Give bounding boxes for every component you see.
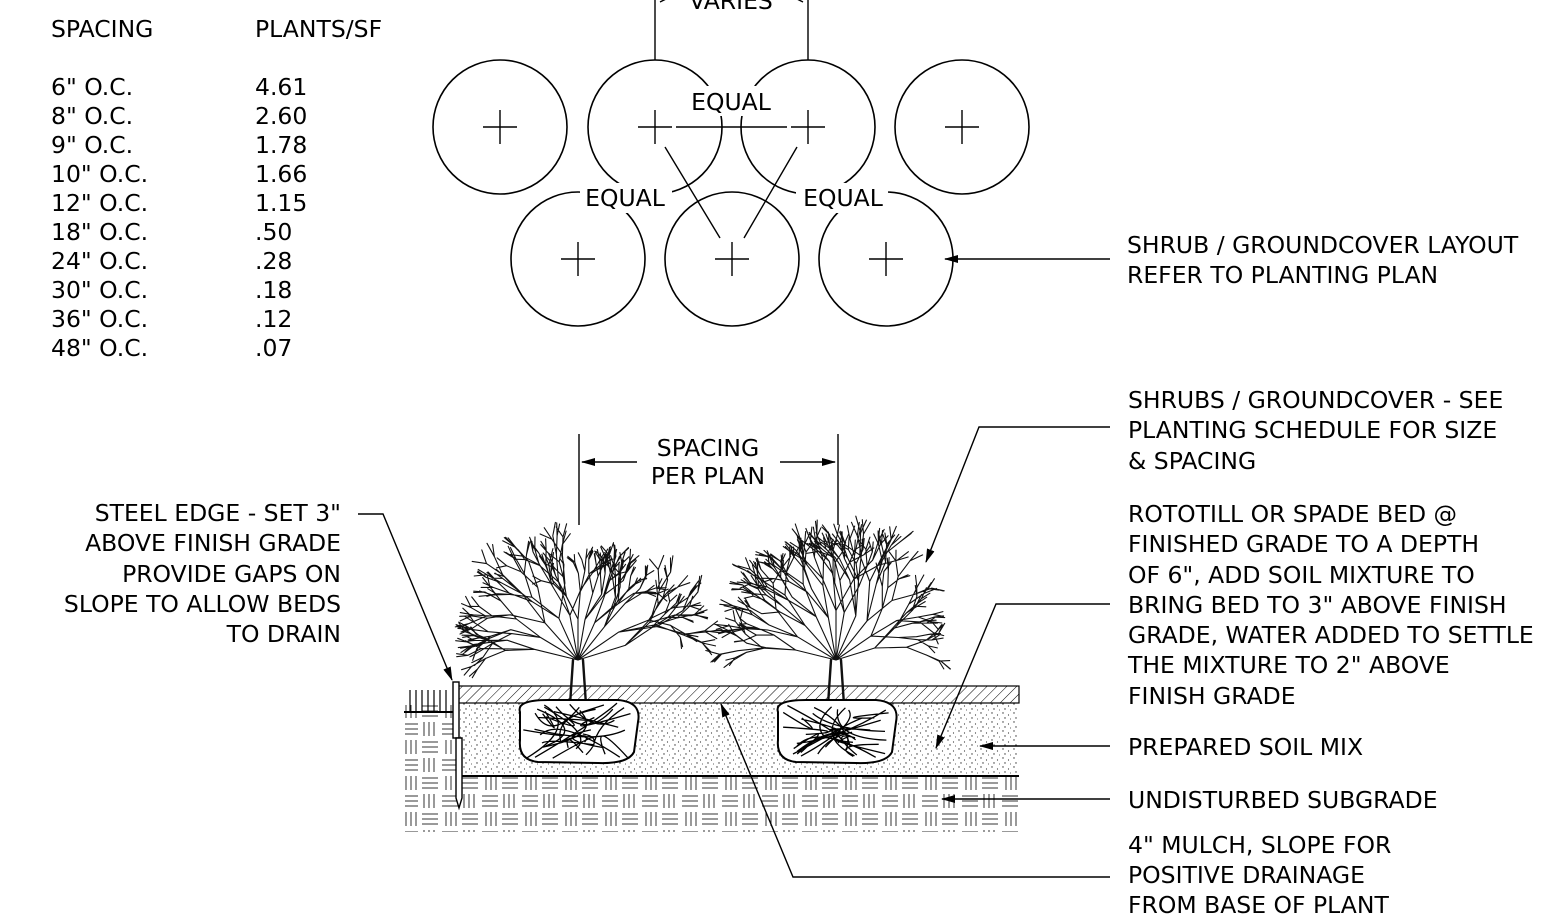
steel-edge-callout: STEEL EDGE - SET 3" ABOVE FINISH GRADE P… [64, 499, 453, 681]
steel-edge-line3: PROVIDE GAPS ON [122, 560, 341, 588]
shrub-tree [705, 515, 951, 707]
subgrade-outside-edge [405, 705, 457, 777]
undisturbed-subgrade [405, 776, 1019, 832]
table-cell-spacing: 9" O.C. [51, 131, 133, 159]
shrubs-line1: SHRUBS / GROUNDCOVER - SEE [1128, 386, 1503, 414]
equal-dim-line-left [664, 146, 721, 239]
root-ball [776, 699, 898, 765]
equal-label-top: EQUAL [691, 88, 771, 116]
steel-edge-leader [358, 513, 453, 681]
mulch-line3: FROM BASE OF PLANT [1128, 891, 1389, 919]
planting-section: SPACING PER PLAN STEEL EDGE - SET 3" ABO… [64, 386, 1534, 919]
mulch-callout: 4" MULCH, SLOPE FOR POSITIVE DRAINAGE FR… [720, 703, 1391, 919]
rototill-line6: THE MIXTURE TO 2" ABOVE [1127, 651, 1450, 679]
layout-callout-line2: REFER TO PLANTING PLAN [1127, 261, 1438, 289]
rototill-line7: FINISH GRADE [1128, 682, 1296, 710]
steel-edge-line2: ABOVE FINISH GRADE [85, 529, 341, 557]
table-cell-spacing: 8" O.C. [51, 102, 133, 130]
table-cell-plants-per-sf: .12 [255, 305, 292, 333]
plant-center-mark [791, 110, 825, 144]
table-cell-plants-per-sf: .18 [255, 276, 292, 304]
varies-dim-tick [659, 0, 666, 3]
table-cell-plants-per-sf: 1.78 [255, 131, 307, 159]
shrubs-line2: PLANTING SCHEDULE FOR SIZE [1128, 416, 1497, 444]
mulch-line2: POSITIVE DRAINAGE [1128, 861, 1365, 889]
spacing-label-line1: SPACING [657, 434, 759, 462]
plant-center-mark [638, 110, 672, 144]
shrub-tree [454, 521, 723, 707]
rototill-leader [935, 603, 1110, 749]
layout-callout-line1: SHRUB / GROUNDCOVER LAYOUT [1127, 231, 1519, 259]
rototill-line2: FINISHED GRADE TO A DEPTH [1128, 530, 1479, 558]
plant-center-mark [869, 242, 903, 276]
mulch-leader [720, 703, 1110, 878]
table-cell-spacing: 24" O.C. [51, 247, 148, 275]
steel-edge [452, 681, 460, 739]
table-cell-spacing: 36" O.C. [51, 305, 148, 333]
prepared-soil-label: PREPARED SOIL MIX [1128, 733, 1363, 761]
table-cell-plants-per-sf: .28 [255, 247, 292, 275]
spacing-column-header: SPACING [51, 15, 153, 43]
table-cell-spacing: 6" O.C. [51, 73, 133, 101]
rototill-line4: BRING BED TO 3" ABOVE FINISH [1128, 591, 1507, 619]
table-cell-plants-per-sf: .50 [255, 218, 292, 246]
steel-edge-line5: TO DRAIN [226, 620, 341, 648]
rototill-line3: OF 6", ADD SOIL MIXTURE TO [1128, 561, 1475, 589]
rototill-callout: ROTOTILL OR SPADE BED @ FINISHED GRADE T… [935, 500, 1534, 749]
table-rows: 6" O.C. 4.61 8" O.C. 2.60 9" O.C. 1.78 10" O.C… [51, 73, 307, 362]
table-cell-spacing: 12" O.C. [51, 189, 148, 217]
steel-edge-line4: SLOPE TO ALLOW BEDS [64, 590, 341, 618]
table-cell-spacing: 30" O.C. [51, 276, 148, 304]
root-ball [518, 699, 640, 765]
mulch-line1: 4" MULCH, SLOPE FOR [1128, 831, 1391, 859]
varies-dim-tick [797, 0, 804, 3]
shrubs-leader [925, 426, 1110, 563]
table-cell-spacing: 18" O.C. [51, 218, 148, 246]
plant-center-mark [483, 110, 517, 144]
equal-label-right: EQUAL [803, 184, 883, 212]
steel-edge-line1: STEEL EDGE - SET 3" [95, 499, 341, 527]
varies-label: VARIES [689, 0, 773, 15]
table-cell-plants-per-sf: 1.66 [255, 160, 307, 188]
table-cell-plants-per-sf: 1.15 [255, 189, 307, 217]
table-cell-spacing: 10" O.C. [51, 160, 148, 188]
subgrade-label: UNDISTURBED SUBGRADE [1128, 786, 1438, 814]
plant-spacing-table: SPACING PLANTS/SF 6" O.C. 4.61 8" O.C. 2.60… [51, 15, 382, 362]
plant-center-mark [945, 110, 979, 144]
table-cell-plants-per-sf: 2.60 [255, 102, 307, 130]
table-cell-plants-per-sf: .07 [255, 334, 292, 362]
equal-dim-line-right [743, 146, 798, 239]
shrubs-callout: SHRUBS / GROUNDCOVER - SEE PLANTING SCHE… [925, 386, 1503, 563]
plan-view-layout: VARIES EQUAL EQUAL EQUAL SHRUB / GROUNDC… [432, 0, 1519, 327]
plant-center-mark [561, 242, 595, 276]
rototill-line5: GRADE, WATER ADDED TO SETTLE [1128, 621, 1534, 649]
table-cell-spacing: 48" O.C. [51, 334, 148, 362]
plant-center-mark [715, 242, 749, 276]
shrubs-line3: & SPACING [1128, 447, 1256, 475]
shrubs [454, 515, 951, 765]
turf-grass [409, 690, 447, 712]
rototill-line1: ROTOTILL OR SPADE BED @ [1128, 500, 1457, 528]
plants-per-sf-column-header: PLANTS/SF [255, 15, 382, 43]
spacing-label-line2: PER PLAN [651, 462, 765, 490]
equal-label-left: EQUAL [585, 184, 665, 212]
table-cell-plants-per-sf: 4.61 [255, 73, 307, 101]
steel-edge-stake [455, 737, 463, 811]
